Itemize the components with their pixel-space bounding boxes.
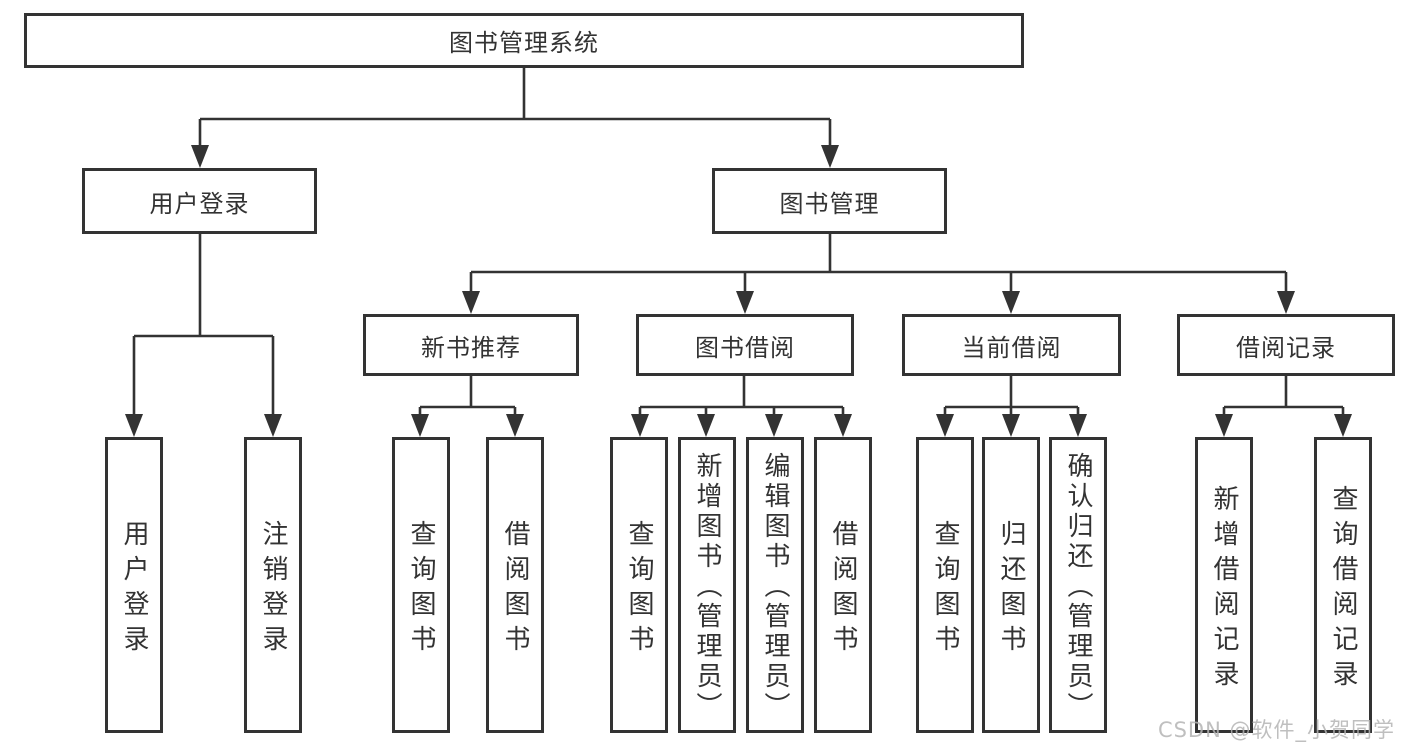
node-root-label: 图书管理系统 (449, 29, 599, 57)
node-book-borrow-label: 图书借阅 (695, 333, 795, 362)
leaf-query-books-recommend-label: 查询图书 (406, 519, 436, 660)
node-new-book-recommend: 新书推荐 (363, 314, 579, 376)
node-book-borrow: 图书借阅 (636, 314, 854, 376)
leaf-borrow-books-label: 借阅图书 (828, 519, 858, 660)
leaf-borrow-books-recommend-label: 借阅图书 (500, 519, 530, 660)
leaf-confirm-return-admin-label: 确认归还（管理员） (1063, 452, 1093, 722)
leaf-user-login: 用户登录 (105, 437, 163, 733)
leaf-query-borrow-record-label: 查询借阅记录 (1328, 484, 1358, 695)
leaf-add-books-admin: 新增图书（管理员） (678, 437, 736, 733)
leaf-query-books-current-label: 查询图书 (930, 519, 960, 660)
leaf-confirm-return-admin: 确认归还（管理员） (1049, 437, 1107, 733)
node-user-login: 用户登录 (82, 168, 317, 234)
leaf-edit-books-admin-label: 编辑图书（管理员） (760, 452, 790, 722)
leaf-logout-label: 注销登录 (258, 519, 288, 660)
leaf-add-borrow-record-label: 新增借阅记录 (1209, 484, 1239, 695)
leaf-query-books-borrow: 查询图书 (610, 437, 668, 733)
leaf-return-books-label: 归还图书 (996, 519, 1026, 660)
leaf-add-books-admin-label: 新增图书（管理员） (692, 452, 722, 722)
csdn-watermark: CSDN @软件_小贺同学 (1157, 718, 1395, 742)
leaf-user-login-label: 用户登录 (119, 519, 149, 660)
leaf-query-books-current: 查询图书 (916, 437, 974, 733)
leaf-edit-books-admin: 编辑图书（管理员） (746, 437, 804, 733)
leaf-query-borrow-record: 查询借阅记录 (1314, 437, 1372, 733)
leaf-return-books: 归还图书 (982, 437, 1040, 733)
leaf-query-books-borrow-label: 查询图书 (624, 519, 654, 660)
node-root: 图书管理系统 (24, 13, 1024, 68)
node-current-borrow-label: 当前借阅 (961, 333, 1062, 362)
node-user-login-label: 用户登录 (149, 189, 250, 218)
leaf-query-books-recommend: 查询图书 (392, 437, 450, 733)
leaf-borrow-books-recommend: 借阅图书 (486, 437, 544, 733)
node-book-management: 图书管理 (712, 168, 947, 234)
node-new-book-recommend-label: 新书推荐 (421, 333, 521, 362)
node-book-management-label: 图书管理 (779, 189, 880, 218)
node-borrow-records: 借阅记录 (1177, 314, 1395, 376)
leaf-borrow-books: 借阅图书 (814, 437, 872, 733)
leaf-logout: 注销登录 (244, 437, 302, 733)
leaf-add-borrow-record: 新增借阅记录 (1195, 437, 1253, 733)
node-borrow-records-label: 借阅记录 (1236, 333, 1336, 362)
node-current-borrow: 当前借阅 (902, 314, 1121, 376)
